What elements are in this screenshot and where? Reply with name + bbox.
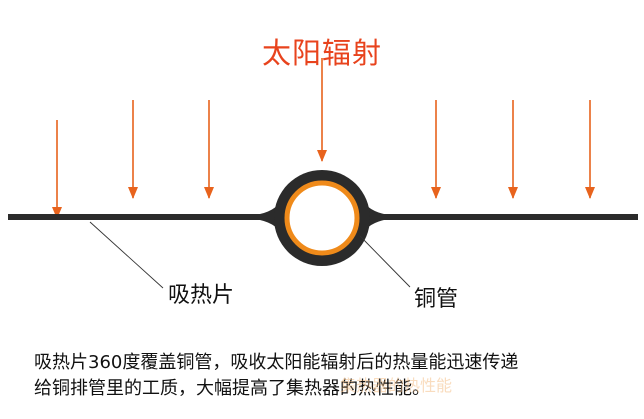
caption-line: 吸热片360度覆盖铜管，吸收太阳能辐射后的热量能迅速传递 (34, 352, 519, 373)
fin-label: 吸热片 (168, 283, 235, 308)
caption-line: 给铜排管里的工质，大幅提高了集热器的热性能。 (34, 378, 430, 399)
fin-leader-line (89, 221, 164, 289)
tube-label: 铜管 (414, 287, 459, 312)
radiation-arrows (52, 58, 595, 219)
watermark: 集热器的热性能 (340, 376, 453, 395)
copper-tube (274, 170, 370, 266)
tube-leader-line (359, 235, 411, 288)
caption: 吸热片360度覆盖铜管，吸收太阳能辐射后的热量能迅速传递 给铜排管里的工质，大幅… (34, 350, 634, 402)
diagram-title: 太阳辐射 (262, 36, 383, 70)
